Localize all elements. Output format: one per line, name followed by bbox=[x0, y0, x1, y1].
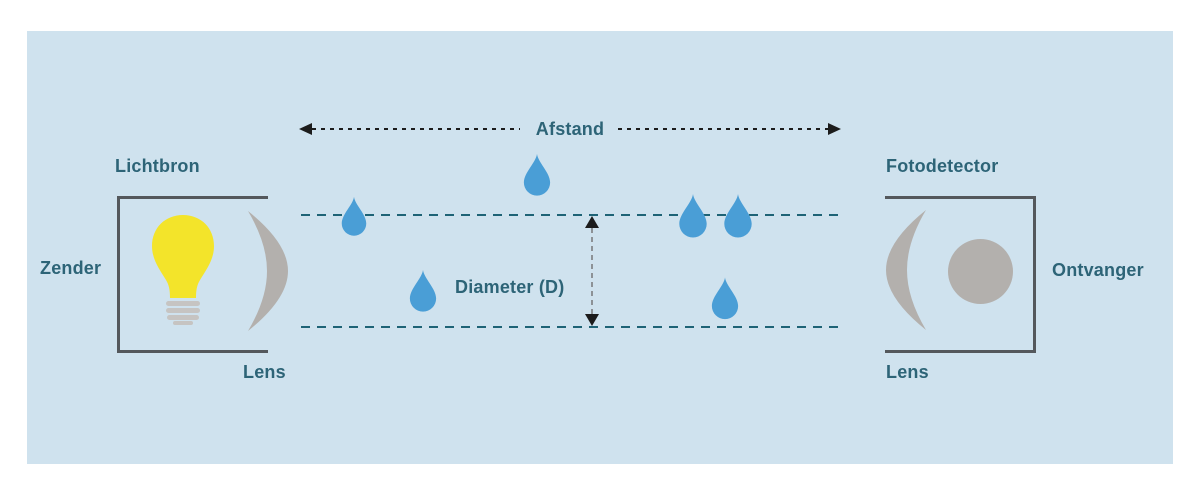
lens-left-icon bbox=[248, 211, 288, 331]
distance-dotted-line-left bbox=[312, 128, 520, 130]
diameter-arrowhead-up-icon bbox=[585, 216, 599, 228]
beam-bottom-dashed-line bbox=[301, 326, 845, 328]
transmitter-box bbox=[117, 196, 268, 353]
receiver-box bbox=[885, 196, 1036, 353]
light-bulb-base bbox=[173, 321, 193, 325]
distance-arrowhead-left-icon bbox=[299, 123, 312, 135]
distance-label: Afstand bbox=[535, 119, 605, 139]
lens-right-label: Lens bbox=[886, 362, 929, 382]
receiver-label: Ontvanger bbox=[1052, 260, 1144, 280]
diameter-arrowhead-down-icon bbox=[585, 314, 599, 326]
diameter-label: Diameter (D) bbox=[455, 277, 565, 297]
water-droplet-icon bbox=[679, 193, 707, 238]
diameter-dashed-line bbox=[591, 228, 593, 314]
transmitter-label: Zender bbox=[40, 258, 102, 278]
lens-right-icon bbox=[886, 210, 926, 330]
photodetector-label: Fotodetector bbox=[886, 156, 999, 176]
beam-top-dashed-line bbox=[301, 214, 845, 216]
light-bulb-glass bbox=[152, 215, 214, 298]
photodetector-circle-icon bbox=[948, 239, 1013, 304]
lens-left-label: Lens bbox=[243, 362, 286, 382]
water-droplet-icon bbox=[711, 277, 739, 320]
distance-arrowhead-right-icon bbox=[828, 123, 841, 135]
water-droplet-icon bbox=[341, 196, 367, 236]
water-droplet-icon bbox=[523, 153, 551, 196]
distance-dotted-line-right bbox=[618, 128, 828, 130]
light-bulb-icon bbox=[152, 215, 214, 325]
light-bulb-base bbox=[166, 308, 200, 313]
light-bulb-base bbox=[167, 315, 199, 320]
light-source-label: Lichtbron bbox=[115, 156, 200, 176]
light-bulb-base bbox=[166, 301, 200, 306]
water-droplet-icon bbox=[409, 269, 437, 312]
water-droplet-icon bbox=[724, 193, 752, 238]
